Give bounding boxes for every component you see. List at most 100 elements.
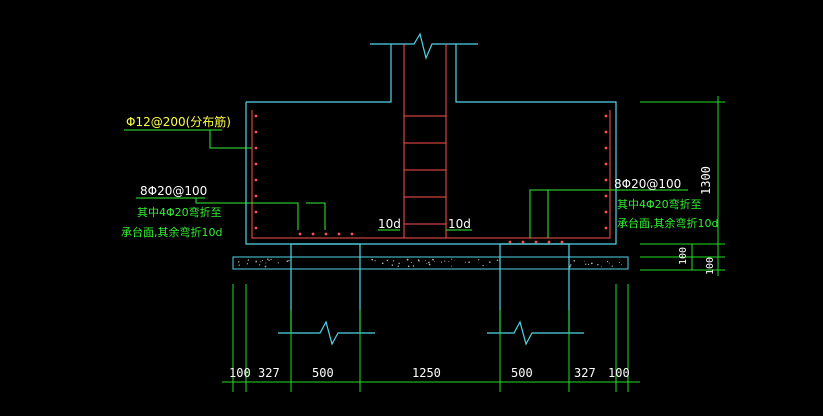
blinding-dot <box>238 261 240 263</box>
blinding-dot <box>417 259 420 261</box>
dim-right-small-2: 100 <box>705 257 716 275</box>
right-dimension <box>640 96 725 276</box>
dim-bottom-4: 500 <box>511 366 533 380</box>
blinding-dot <box>238 264 240 266</box>
blinding-dot <box>444 260 446 262</box>
blinding-dot <box>489 261 491 263</box>
blinding-dot <box>386 259 389 262</box>
rebar-dot <box>560 240 564 244</box>
blinding-dot <box>268 259 270 261</box>
blinding-dot <box>432 258 434 261</box>
blinding-dot <box>608 262 610 264</box>
blinding-dot <box>587 263 590 266</box>
blinding-dot <box>374 260 376 262</box>
label-left-main: 8Φ20@100 <box>140 184 207 198</box>
blinding-dot <box>464 261 466 263</box>
blinding-dot <box>255 261 257 263</box>
blinding-dot <box>433 261 435 263</box>
blinding-dot <box>440 261 442 263</box>
blinding-dot <box>265 265 267 267</box>
label-right-note-1: 其中4Φ20弯折至 <box>617 197 702 211</box>
dim-bottom-5: 327 <box>574 366 596 380</box>
blinding-dot <box>597 263 599 266</box>
blinding-dot <box>448 261 450 263</box>
leaders <box>124 129 688 238</box>
blinding-dot <box>391 264 394 266</box>
dim-right-small-1: 100 <box>678 247 689 265</box>
rebar-dot <box>604 194 608 198</box>
rebar-dot <box>604 146 608 150</box>
blinding-dot <box>451 258 453 260</box>
rebar-dot <box>534 240 538 244</box>
blinding-dot <box>286 260 289 262</box>
blinding-dot <box>247 259 250 261</box>
blinding-dot <box>426 263 428 264</box>
blinding-dot <box>262 259 264 262</box>
rebar-dot <box>254 162 258 166</box>
blinding-dot <box>265 262 267 264</box>
dim-bottom-0: 100 <box>229 366 251 380</box>
label-anchor-right: 10d <box>448 217 471 231</box>
label-anchor-left: 10d <box>378 217 401 231</box>
right-pile <box>487 243 584 346</box>
left-pile <box>278 243 375 346</box>
rebar-dot <box>254 194 258 198</box>
dim-bottom-1: 327 <box>258 366 280 380</box>
blinding-dot <box>618 262 620 264</box>
rebar-dot <box>350 232 354 236</box>
blinding-dot <box>585 263 587 265</box>
blinding-dot <box>406 258 409 261</box>
blinding-dot <box>450 265 452 267</box>
rebar-dot <box>298 232 302 236</box>
blinding-dot <box>407 265 410 267</box>
blinding-dot <box>381 262 384 265</box>
blinding-dot <box>270 258 272 261</box>
label-left-note-2: 承台面,其余弯折10d <box>121 225 222 239</box>
blinding-dot <box>611 265 613 267</box>
rebar-dot <box>254 210 258 214</box>
rebar-dot <box>254 146 258 150</box>
rebar-dot <box>604 210 608 214</box>
blinding-dot <box>428 261 430 264</box>
label-right-note-2: 承台面,其余弯折10d <box>617 216 718 230</box>
rebar-cage <box>251 44 611 239</box>
rebar-dot <box>604 178 608 182</box>
blinding-dot <box>482 264 484 267</box>
dim-bottom-2: 500 <box>312 366 334 380</box>
blinding-dot <box>600 266 602 268</box>
blinding-dot <box>590 262 593 265</box>
blinding-dot <box>496 259 499 261</box>
rebar-dot <box>254 114 258 118</box>
blinding-dot <box>620 263 622 265</box>
blinding-dot <box>264 266 267 268</box>
blinding-dot <box>398 262 400 265</box>
rebar-dot <box>521 240 525 244</box>
blinding-dot <box>267 258 269 260</box>
blinding-layer <box>232 256 629 270</box>
rebar-dot <box>604 114 608 118</box>
blinding-dot <box>371 258 374 261</box>
rebar-dot <box>254 226 258 230</box>
blinding-dot <box>569 264 572 266</box>
rebar-dot <box>311 232 315 236</box>
label-top-distribution: Φ12@200(分布筋) <box>126 114 231 129</box>
rebar-dot <box>254 178 258 182</box>
rebar-dot <box>337 232 341 236</box>
rebar-dot <box>508 240 512 244</box>
blinding-dot <box>440 261 442 262</box>
dim-bottom-3: 1250 <box>412 366 441 380</box>
label-left-note-1: 其中4Φ20弯折至 <box>137 205 222 219</box>
pile-cap-outline <box>245 32 617 245</box>
rebar-dot <box>254 130 258 134</box>
blinding-dot <box>584 260 586 262</box>
rebar-dot <box>604 162 608 166</box>
blinding-dot <box>606 260 609 263</box>
blinding-dot <box>410 261 412 264</box>
blinding-dot <box>425 259 426 261</box>
label-right-main: 8Φ20@100 <box>614 177 681 191</box>
blinding-dot <box>412 265 415 267</box>
blinding-dot <box>258 264 261 266</box>
rebar-dots <box>254 114 608 244</box>
blinding-dot <box>397 265 399 267</box>
